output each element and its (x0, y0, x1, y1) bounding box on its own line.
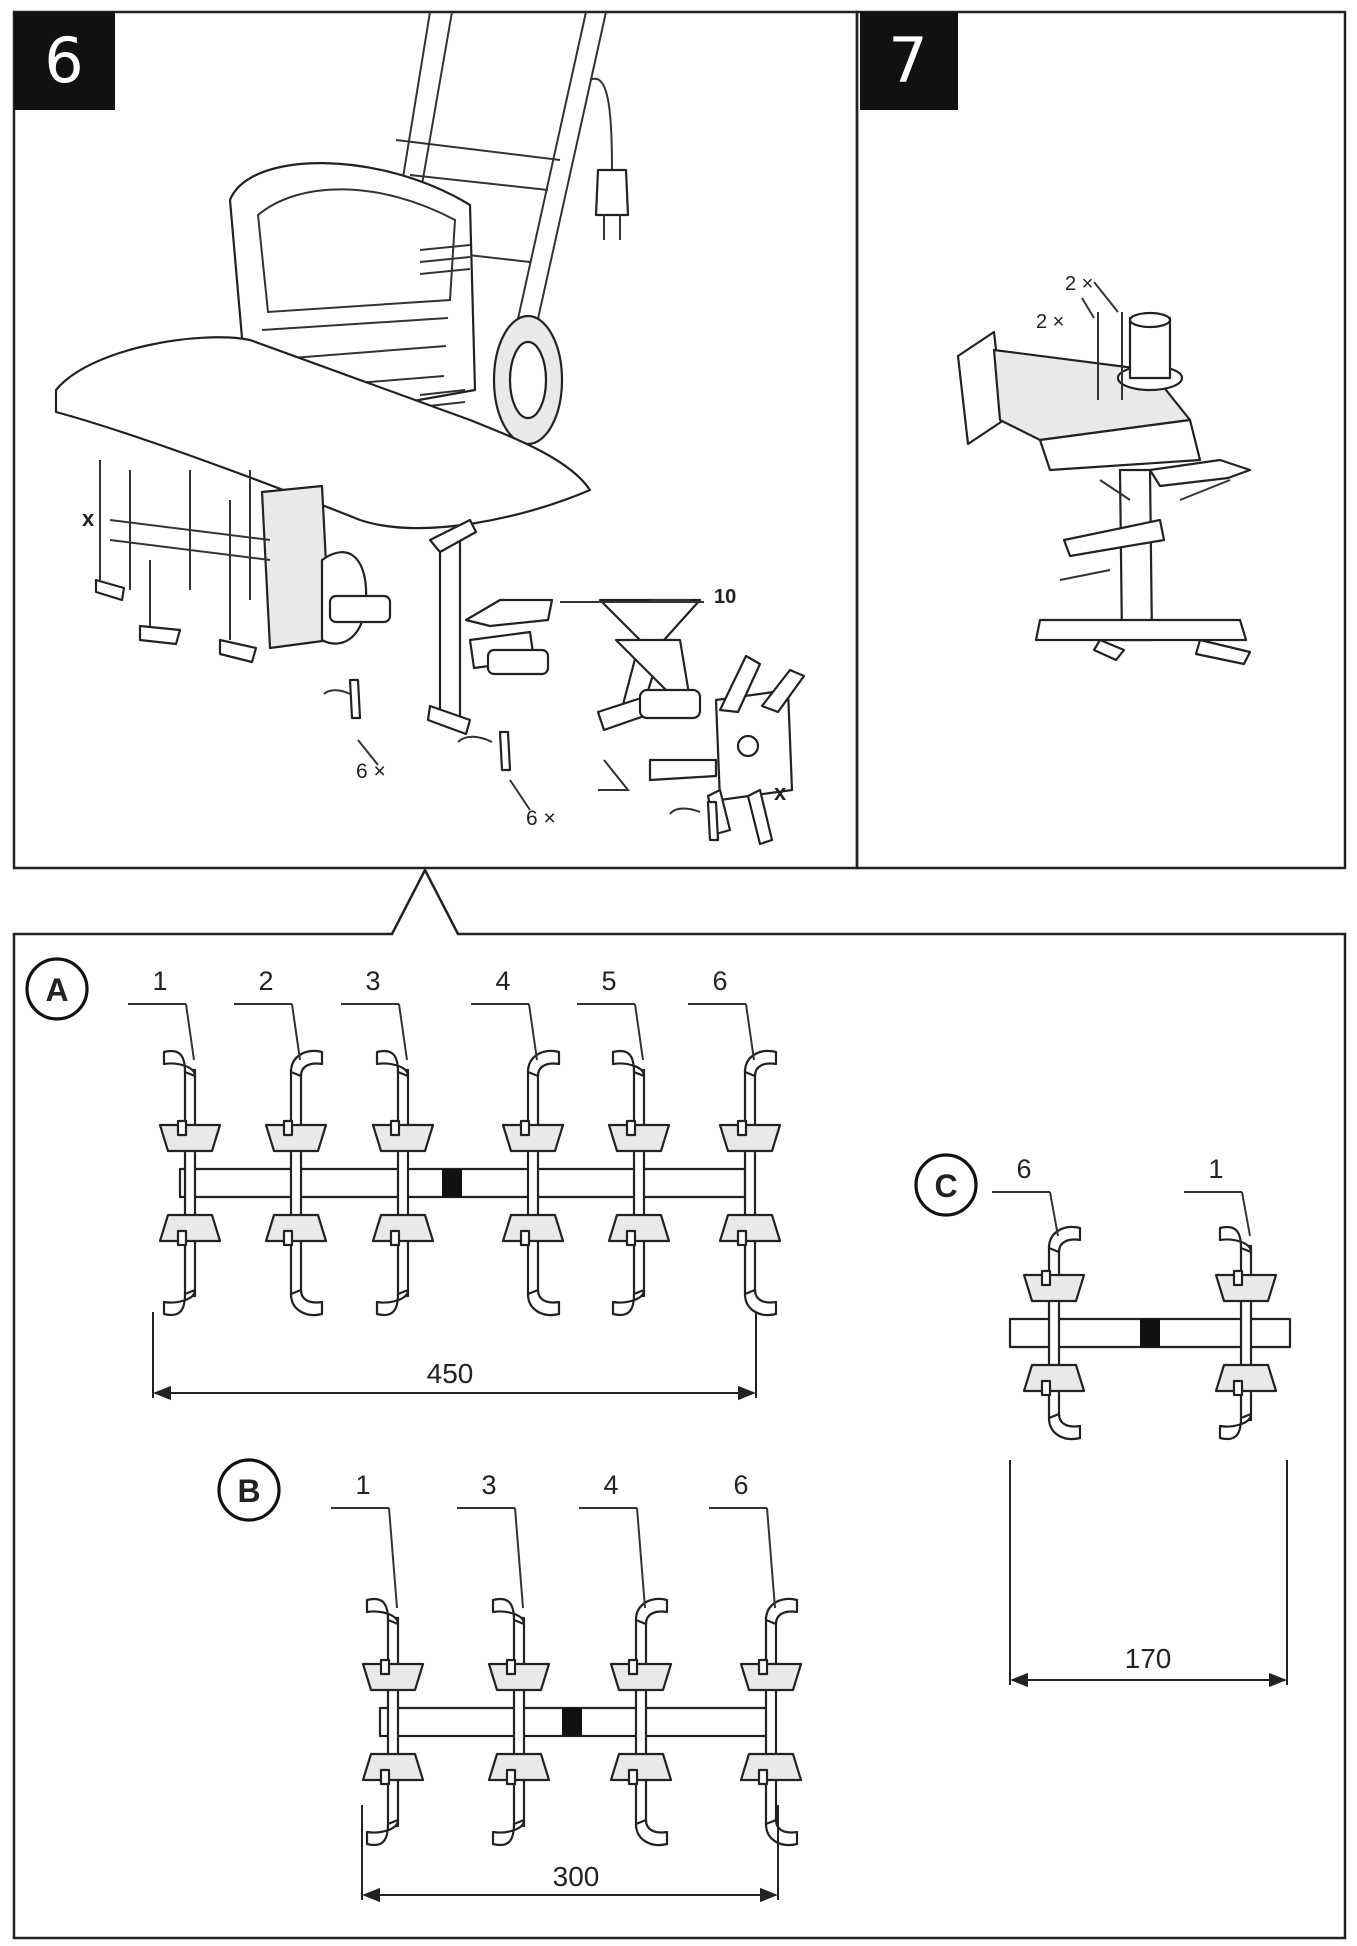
tine-number: 1 (355, 1470, 370, 1500)
shaft-marker (442, 1169, 462, 1197)
tine (264, 1049, 328, 1317)
leader-line (745, 1003, 755, 1061)
figure-7-number: 7 (888, 24, 927, 97)
config-b-letter: B (237, 1473, 260, 1509)
config-c-badge (914, 1153, 978, 1217)
shaft-marker (562, 1708, 582, 1736)
leader-line (634, 1003, 644, 1061)
tine-number: 3 (365, 966, 380, 996)
mark-x-right: x (774, 780, 787, 805)
config-c-dimension (1009, 1460, 1288, 1688)
tine-number: 4 (495, 966, 510, 996)
pin-qty-left: 6 × (356, 760, 386, 783)
screw-qty-bottom: 2 × (1036, 311, 1064, 333)
pin-qty-right: 6 × (526, 807, 556, 830)
leader-line (528, 1003, 538, 1061)
tine (718, 1049, 782, 1317)
tine (1214, 1225, 1278, 1441)
tine-number: 4 (603, 1470, 618, 1500)
gearbox-drawing (956, 281, 1252, 666)
tine (361, 1597, 425, 1847)
config-c-letter: C (934, 1168, 957, 1204)
tiller-drawing (54, 11, 806, 846)
tine-number: 2 (258, 966, 273, 996)
figure-6-number: 6 (44, 24, 83, 97)
tine-number: 3 (481, 1470, 496, 1500)
tine (158, 1049, 222, 1317)
shaft (178, 1167, 747, 1199)
tine (739, 1597, 803, 1847)
leader-line (398, 1003, 408, 1061)
figure-7-panel: 7 2 × 2 × (855, 10, 1347, 870)
config-b-dimension (361, 1805, 779, 1903)
config-a-tines: 1 2 3 4 5 6 (128, 966, 782, 1317)
config-c-width: 170 (1125, 1643, 1172, 1674)
part-10-label: 10 (714, 586, 736, 608)
config-a: A 1 2 3 4 5 6 450 (25, 957, 782, 1401)
config-b-tines: 1 3 4 6 (331, 1470, 803, 1847)
tine-number: 1 (1208, 1154, 1223, 1184)
leader-line (1049, 1191, 1059, 1237)
config-a-width: 450 (427, 1358, 474, 1389)
leader-line (1241, 1191, 1251, 1237)
tine (487, 1597, 551, 1847)
shaft-marker (1140, 1319, 1160, 1347)
leader-line (636, 1507, 646, 1609)
tine-number: 6 (712, 966, 727, 996)
tine (501, 1049, 565, 1317)
tine (607, 1049, 671, 1317)
config-b-width: 300 (553, 1861, 600, 1892)
config-b: B 1 3 4 6 300 (217, 1458, 803, 1903)
figure-6-badge (14, 12, 115, 110)
tine-number: 5 (601, 966, 616, 996)
tine (609, 1597, 673, 1847)
config-a-badge (25, 957, 89, 1021)
figure-7-badge (860, 12, 958, 110)
configurations-panel (12, 867, 1347, 1940)
leader-line (766, 1507, 776, 1609)
screw-qty-top: 2 × (1065, 273, 1093, 295)
config-a-letter: A (45, 972, 68, 1008)
tine (371, 1049, 435, 1317)
config-a-dimension (152, 1312, 757, 1401)
tine-number: 6 (733, 1470, 748, 1500)
config-b-badge (217, 1458, 281, 1522)
leader-line (514, 1507, 524, 1609)
tine-number: 1 (152, 966, 167, 996)
leader-line (291, 1003, 301, 1061)
tine-number: 6 (1016, 1154, 1031, 1184)
tine (1022, 1225, 1086, 1441)
leader-line (388, 1507, 398, 1609)
leader-line (185, 1003, 195, 1061)
figure-6-panel: 6 (12, 10, 859, 870)
mark-x-left: x (82, 506, 95, 531)
